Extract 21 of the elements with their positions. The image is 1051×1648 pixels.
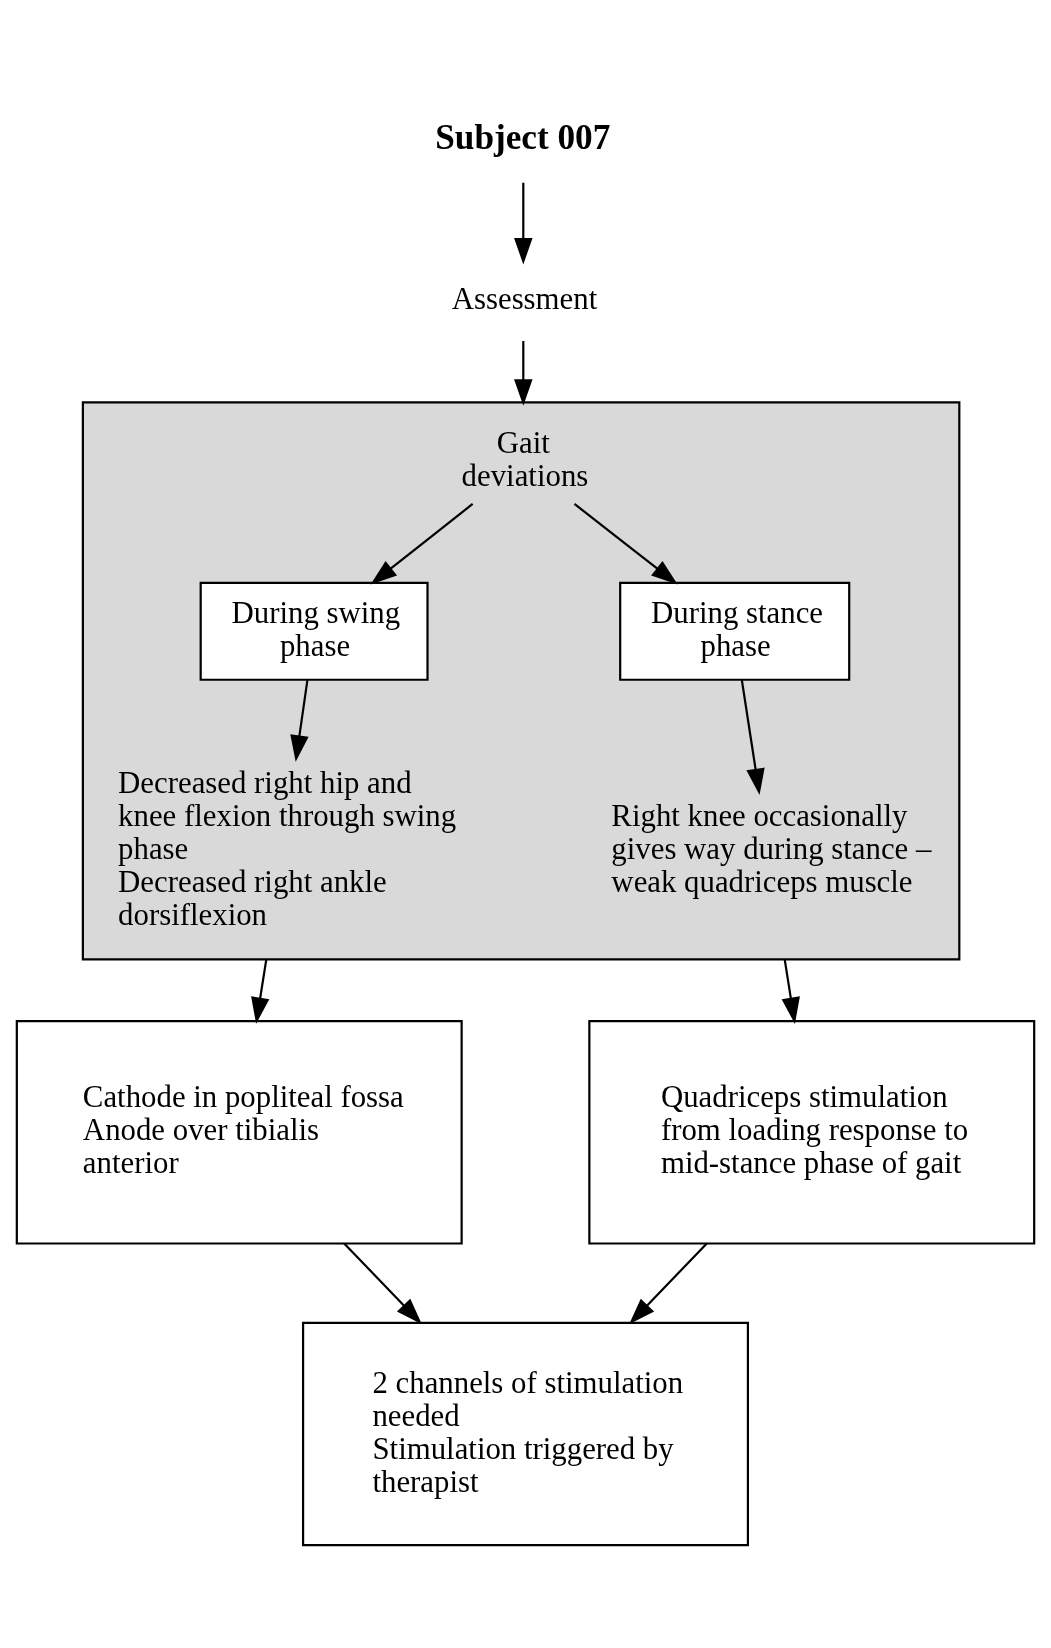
- node-text: Decreased right hip and knee flexion through swing phase Decreased right ankle dorsiflexion: [118, 765, 457, 932]
- arrow: [514, 341, 533, 406]
- arrow: [290, 679, 309, 762]
- arrow: [514, 182, 533, 265]
- arrow: [343, 1242, 422, 1325]
- node-box: During stance phase: [619, 581, 851, 681]
- cluster: [81, 401, 961, 961]
- arrow: [740, 679, 765, 796]
- node-box: 2 channels of stimulation needed Stimulation triggered by therapist: [302, 1321, 749, 1547]
- node-box: Cathode in popliteal fossa Anode over tibialis anterior: [15, 1020, 463, 1245]
- arrow: [251, 959, 270, 1024]
- node-text: Assessment: [451, 282, 598, 317]
- node-box: Quadriceps stimulation from loading response to mid-stance phase of gait: [588, 1020, 1036, 1245]
- node-text: Subject 007: [435, 117, 611, 157]
- node-text: Right knee occasionally gives way during stance – weak quadriceps muscle: [611, 798, 932, 899]
- arrow: [370, 503, 474, 585]
- arrow: [781, 959, 800, 1024]
- node-text: Gait deviations: [461, 426, 589, 494]
- arrow: [573, 503, 678, 585]
- node-box: During swing phase: [199, 581, 429, 681]
- arrow: [629, 1242, 708, 1325]
